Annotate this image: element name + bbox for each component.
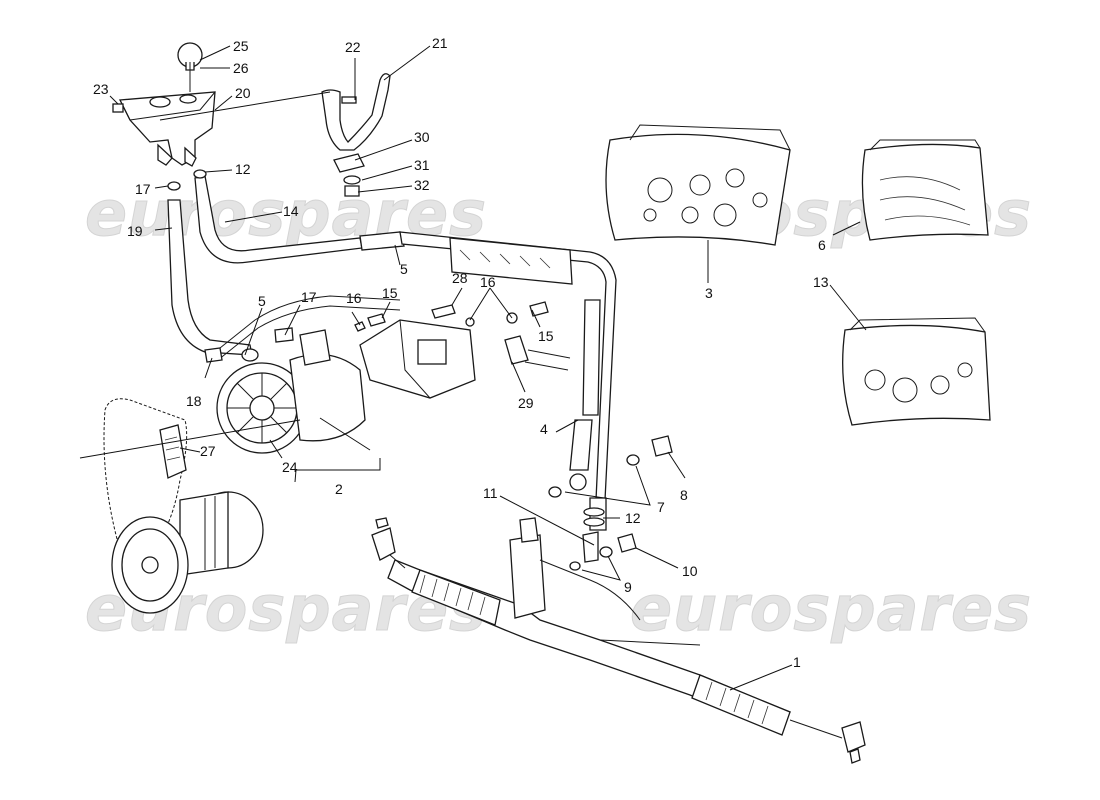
callout-16-right: 16	[480, 274, 496, 290]
callout-25: 25	[233, 38, 249, 54]
callout-15-right: 15	[538, 328, 554, 344]
seal-kit-bag-6	[861, 139, 989, 241]
callout-12-reservoir: 12	[235, 161, 251, 177]
callout-2: 2	[335, 481, 343, 497]
callout-27: 27	[200, 443, 216, 459]
rack-fittings	[548, 435, 673, 571]
callout-12-rack: 12	[625, 510, 641, 526]
callout-11: 11	[483, 485, 498, 501]
callout-1: 1	[793, 654, 801, 670]
leader-lines	[79, 45, 867, 691]
tie-rod-ends	[371, 517, 866, 764]
callout-6: 6	[818, 237, 826, 253]
pump-feed-pipe	[214, 295, 401, 361]
callout-21: 21	[432, 35, 448, 51]
steering-rack	[387, 517, 791, 736]
callout-29: 29	[518, 395, 534, 411]
callout-13: 13	[813, 274, 829, 290]
pressure-pipe	[399, 231, 617, 531]
callout-20: 20	[235, 85, 251, 101]
callout-18: 18	[186, 393, 202, 409]
drive-belt	[103, 398, 188, 561]
callout-19: 19	[127, 223, 143, 239]
callout-22: 22	[345, 39, 361, 55]
callout-23: 23	[93, 81, 109, 97]
return-and-feed-hoses	[167, 169, 405, 356]
callout-31: 31	[414, 157, 430, 173]
callout-5-pipe: 5	[400, 261, 408, 277]
callout-14: 14	[283, 203, 299, 219]
callout-9: 9	[624, 579, 632, 595]
callout-3: 3	[705, 285, 713, 301]
ac-compressor	[111, 491, 264, 614]
reservoir-bracket	[321, 73, 391, 197]
callout-17-pump: 17	[301, 289, 317, 305]
seal-kit-bag-3	[605, 124, 791, 246]
callout-4: 4	[540, 421, 548, 437]
callout-24: 24	[282, 459, 298, 475]
seal-kit-bag-13	[842, 317, 991, 426]
callout-15-left: 15	[382, 285, 398, 301]
callout-28: 28	[452, 270, 468, 286]
callout-7: 7	[657, 499, 665, 515]
callout-30: 30	[414, 129, 430, 145]
power-steering-pump	[204, 327, 366, 454]
watermark-top-left: eurospares	[85, 177, 487, 250]
pump-bracket	[354, 301, 571, 399]
callout-26: 26	[233, 60, 249, 76]
fluid-reservoir	[112, 42, 216, 167]
callout-5-pump: 5	[258, 293, 266, 309]
callout-32: 32	[414, 177, 430, 193]
callout-17-reservoir: 17	[135, 181, 151, 197]
callout-16-left: 16	[346, 290, 362, 306]
callout-10: 10	[682, 563, 698, 579]
callout-labels: 1 2 3 4 5 5 6 7 8 9 10 11 12 12 13 14 15…	[93, 35, 829, 670]
callout-8: 8	[680, 487, 688, 503]
watermark-bottom-right: eurospares	[630, 572, 1032, 645]
